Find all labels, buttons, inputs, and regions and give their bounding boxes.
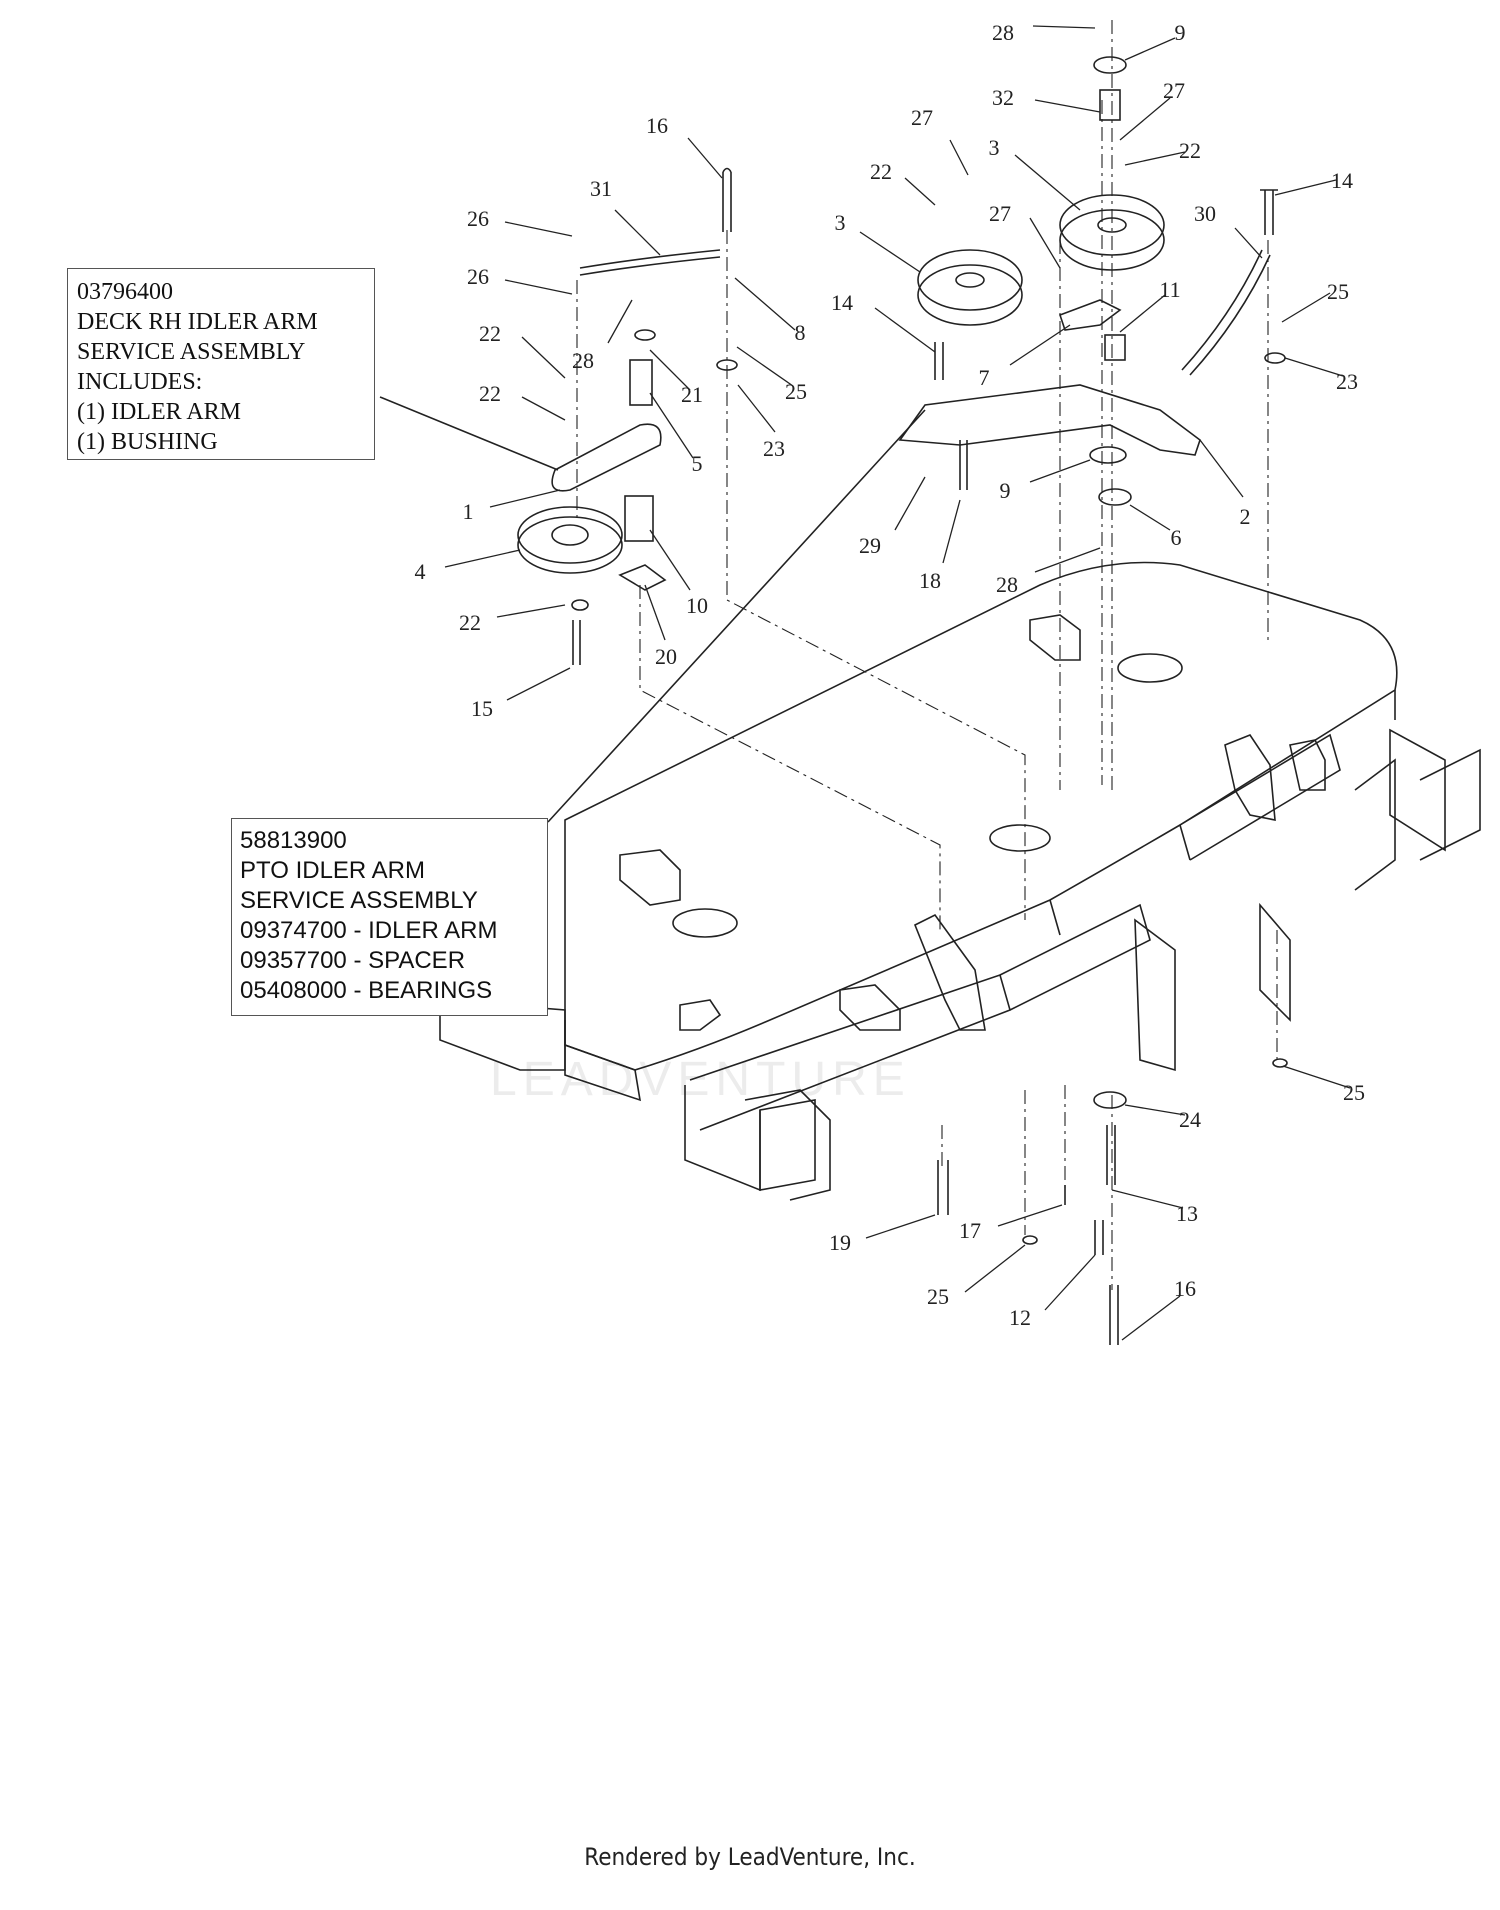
- parts: [517, 56, 1288, 1345]
- callout-29: 29: [859, 533, 881, 558]
- callout-20: 20: [655, 644, 677, 669]
- box1-leader: [379, 396, 559, 471]
- callout-19: 19: [829, 1230, 851, 1255]
- callout-6: 6: [1171, 525, 1182, 550]
- box2-line: 05408000 - BEARINGS: [240, 977, 493, 1004]
- mower-deck: [439, 561, 1481, 1201]
- deck-rh-idler-arm-assembly-box: 03796400 DECK RH IDLER ARM SERVICE ASSEM…: [67, 268, 375, 460]
- callout-3: 3: [835, 210, 846, 235]
- callout-24: 24: [1179, 1107, 1201, 1132]
- callout-26: 26: [467, 206, 489, 231]
- box1-line: INCLUDES:: [77, 369, 203, 395]
- callout-30: 30: [1194, 201, 1216, 226]
- callout-26: 26: [467, 264, 489, 289]
- idler-arm-1: [551, 423, 662, 492]
- pto-idler-arm-2: [898, 384, 1201, 456]
- callout-31: 31: [590, 176, 612, 201]
- callout-32: 32: [992, 85, 1014, 110]
- callout-15: 15: [471, 696, 493, 721]
- callout-28: 28: [992, 20, 1014, 45]
- callout-25: 25: [927, 1284, 949, 1309]
- callout-25: 25: [785, 379, 807, 404]
- callout-9: 9: [1175, 20, 1186, 45]
- callout-23: 23: [763, 436, 785, 461]
- callout-28: 28: [996, 572, 1018, 597]
- callout-25: 25: [1327, 279, 1349, 304]
- callout-27: 27: [911, 105, 933, 130]
- callout-4: 4: [415, 559, 426, 584]
- callout-11: 11: [1159, 277, 1180, 302]
- callout-16: 16: [1174, 1276, 1196, 1301]
- box2-leader: [547, 409, 926, 823]
- callout-leaders: [444, 25, 1351, 1341]
- box2-line: PTO IDLER ARM: [240, 857, 425, 884]
- callout-28: 28: [572, 348, 594, 373]
- callout-18: 18: [919, 568, 941, 593]
- callout-14: 14: [831, 290, 853, 315]
- callout-1: 1: [463, 499, 474, 524]
- callout-2: 2: [1240, 504, 1251, 529]
- callout-22: 22: [1179, 138, 1201, 163]
- callout-16: 16: [646, 113, 668, 138]
- pto-idler-arm-assembly-box: 58813900 PTO IDLER ARM SERVICE ASSEMBLY …: [231, 818, 548, 1016]
- callout-23: 23: [1336, 369, 1358, 394]
- callout-25: 25: [1343, 1080, 1365, 1105]
- callout-5: 5: [692, 451, 703, 476]
- box1-line: (1) IDLER ARM: [77, 399, 241, 425]
- callout-22: 22: [870, 159, 892, 184]
- box1-line: (1) BUSHING: [77, 429, 218, 455]
- callout-12: 12: [1009, 1305, 1031, 1330]
- box2-line: 09357700 - SPACER: [240, 947, 466, 974]
- callout-8: 8: [795, 320, 806, 345]
- spring-30: [1189, 254, 1271, 376]
- callout-22: 22: [459, 610, 481, 635]
- pulley-4: [517, 506, 623, 574]
- callout-7: 7: [979, 365, 990, 390]
- callout-13: 13: [1176, 1201, 1198, 1226]
- box1-line: DECK RH IDLER ARM: [77, 309, 318, 335]
- callout-22: 22: [479, 381, 501, 406]
- watermark: LEADVENTURE: [490, 1053, 911, 1106]
- callout-10: 10: [686, 593, 708, 618]
- box2-line: 58813900: [240, 827, 347, 854]
- axis-lines: [576, 20, 1278, 1290]
- box2-line: 09374700 - IDLER ARM: [240, 917, 498, 944]
- spring-31: [579, 249, 721, 269]
- callout-14: 14: [1331, 168, 1353, 193]
- box1-line: SERVICE ASSEMBLY: [77, 339, 306, 365]
- callout-21: 21: [681, 382, 703, 407]
- box2-line: SERVICE ASSEMBLY: [240, 887, 478, 914]
- callout-9: 9: [1000, 478, 1011, 503]
- callout-27: 27: [1163, 78, 1185, 103]
- pulley-3-left: [917, 249, 1023, 326]
- footer-credit: Rendered by LeadVenture, Inc.: [584, 1843, 916, 1871]
- box1-line: 03796400: [77, 279, 173, 305]
- callout-17: 17: [959, 1218, 981, 1243]
- callout-3: 3: [989, 135, 1000, 160]
- callout-27: 27: [989, 201, 1011, 226]
- callout-22: 22: [479, 321, 501, 346]
